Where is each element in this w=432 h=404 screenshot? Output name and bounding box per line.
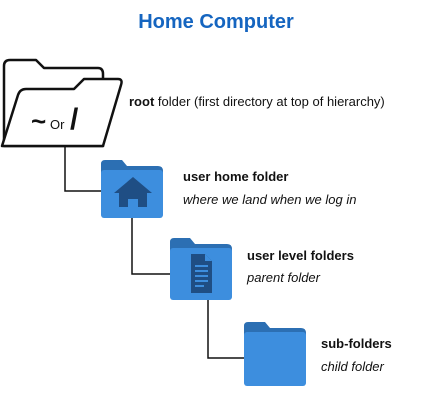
- home-label: user home folder: [183, 169, 288, 185]
- tilde-glyph: ~: [31, 106, 47, 136]
- sub-name: sub-folders: [321, 336, 392, 351]
- level-desc: parent folder: [247, 270, 320, 285]
- slash-glyph: /: [70, 103, 79, 136]
- connectors: [64, 146, 244, 359]
- connector-home-level: [131, 216, 170, 275]
- sub-folder-icon: [244, 322, 306, 386]
- sub-desc: child folder: [321, 359, 384, 374]
- level-label: user level folders: [247, 248, 354, 264]
- home-folder-icon: [101, 160, 163, 218]
- home-desc: where we land when we log in: [183, 192, 357, 207]
- level-name: user level folders: [247, 248, 354, 263]
- diagram-title: Home Computer: [138, 11, 294, 33]
- root-label: root folder (first directory at top of h…: [129, 94, 385, 110]
- root-folder-icon: [0, 58, 123, 148]
- document-icon: [191, 254, 212, 293]
- or-text: Or: [50, 117, 65, 132]
- connector-level-sub: [207, 296, 244, 359]
- connector-root-home: [64, 146, 101, 192]
- root-name: root: [129, 94, 155, 109]
- level-folder-icon: [170, 238, 232, 300]
- home-name: user home folder: [183, 169, 289, 184]
- sub-label: sub-folders: [321, 336, 392, 352]
- root-desc: folder (first directory at top of hierar…: [154, 94, 385, 109]
- house-icon: [114, 177, 152, 207]
